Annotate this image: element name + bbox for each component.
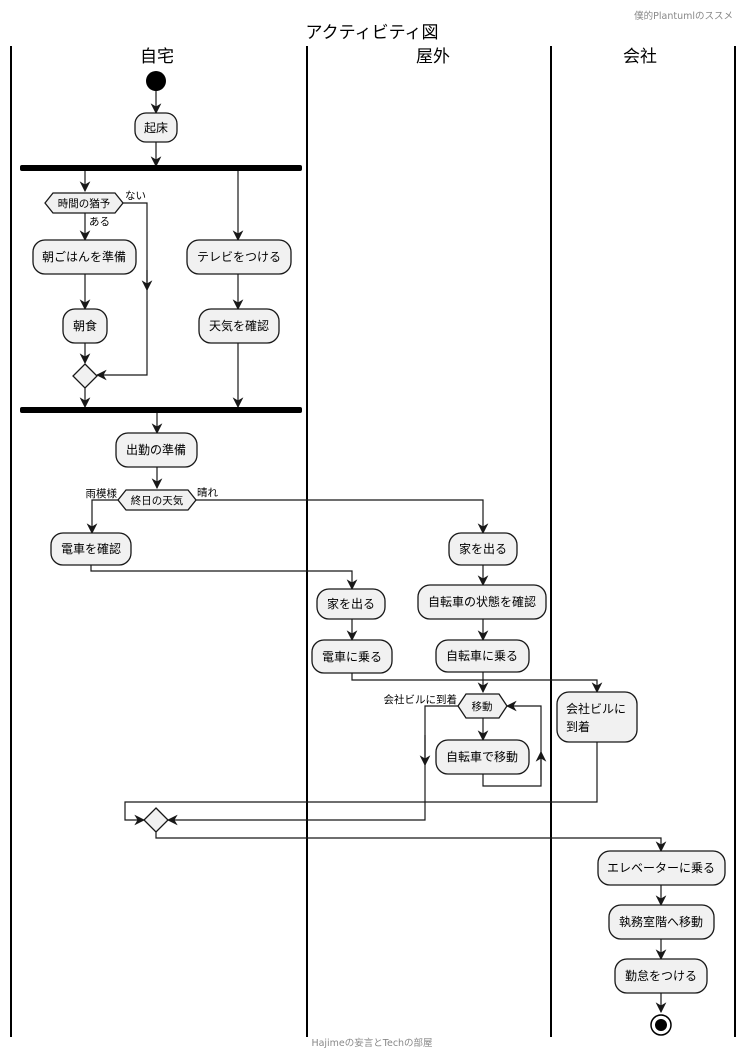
svg-text:自転車で移動: 自転車で移動 bbox=[446, 750, 518, 764]
edge-merge-elevator bbox=[155, 832, 667, 853]
node-check-train: 電車を確認 bbox=[50, 532, 132, 566]
node-move-office-floor: 執務室階へ移動 bbox=[608, 904, 715, 940]
svg-text:朝食: 朝食 bbox=[73, 318, 97, 333]
merge-breakfast bbox=[72, 363, 98, 389]
node-prepare-commute: 出勤の準備 bbox=[115, 432, 198, 468]
svg-text:朝ごはんを準備: 朝ごはんを準備 bbox=[42, 249, 126, 264]
label-rainy: 雨模様 bbox=[86, 487, 118, 500]
label-no: ない bbox=[125, 190, 146, 202]
node-ride-elevator: エレベーターに乗る bbox=[597, 850, 726, 886]
node-check-bike: 自転車の状態を確認 bbox=[417, 584, 547, 620]
svg-text:家を出る: 家を出る bbox=[459, 541, 507, 556]
svg-text:起床: 起床 bbox=[144, 121, 168, 135]
node-clock-in: 勤怠をつける bbox=[614, 958, 708, 994]
lane-title-outside: 屋外 bbox=[416, 47, 450, 67]
node-tv-on: テレビをつける bbox=[186, 239, 292, 275]
label-yes: ある bbox=[89, 216, 110, 228]
node-breakfast: 朝食 bbox=[62, 308, 108, 344]
header-note: 僕的Plantumlのススメ bbox=[634, 10, 733, 22]
svg-text:電車を確認: 電車を確認 bbox=[61, 541, 121, 556]
lane-title-home: 自宅 bbox=[140, 47, 174, 67]
svg-text:到着: 到着 bbox=[566, 719, 590, 734]
node-prepare-breakfast: 朝ごはんを準備 bbox=[32, 239, 137, 275]
decision-time-check: 時間の猶予 bbox=[44, 192, 124, 214]
edge-loop-back bbox=[482, 700, 542, 787]
node-leave-home-train: 家を出る bbox=[316, 588, 386, 620]
svg-text:執務室階へ移動: 執務室階へ移動 bbox=[619, 914, 703, 929]
end-node bbox=[650, 1014, 672, 1036]
edge-weather-sunny bbox=[196, 499, 489, 535]
edge-timecheck-no-merge bbox=[95, 202, 148, 381]
node-check-weather: 天気を確認 bbox=[198, 308, 280, 344]
svg-text:移動: 移動 bbox=[472, 700, 493, 713]
footer-note: Hajimeの妄言とTechの部屋 bbox=[311, 1037, 432, 1049]
node-arrive-building: 会社ビルに 到着 bbox=[556, 691, 638, 743]
label-arrived: 会社ビルに到着 bbox=[384, 693, 458, 706]
decision-move: 移動 bbox=[457, 693, 508, 719]
svg-text:出勤の準備: 出勤の準備 bbox=[126, 442, 186, 457]
edge-weather-rainy bbox=[86, 499, 118, 535]
edge-arrived-merge bbox=[166, 705, 458, 826]
edge-ride-train-arrive bbox=[351, 673, 603, 694]
svg-text:テレビをつける: テレビをつける bbox=[197, 250, 281, 264]
lane-title-company: 会社 bbox=[623, 47, 657, 67]
svg-text:時間の猶予: 時間の猶予 bbox=[58, 197, 111, 210]
svg-text:家を出る: 家を出る bbox=[327, 596, 375, 611]
svg-text:天気を確認: 天気を確認 bbox=[209, 318, 269, 333]
node-ride-train: 電車に乗る bbox=[311, 639, 393, 674]
node-leave-home-bike: 家を出る bbox=[448, 532, 518, 566]
svg-text:終日の天気: 終日の天気 bbox=[131, 494, 184, 507]
node-ride-bike: 自転車に乗る bbox=[435, 639, 530, 673]
svg-text:電車に乗る: 電車に乗る bbox=[322, 650, 382, 664]
decision-weather: 終日の天気 bbox=[117, 489, 197, 511]
node-wake: 起床 bbox=[134, 112, 178, 143]
fork-bar bbox=[20, 165, 302, 171]
svg-text:勤怠をつける: 勤怠をつける bbox=[625, 969, 697, 983]
svg-text:自転車の状態を確認: 自転車の状態を確認 bbox=[428, 594, 536, 609]
label-sunny: 晴れ bbox=[197, 486, 218, 499]
svg-text:会社ビルに: 会社ビルに bbox=[566, 701, 626, 716]
start-node bbox=[146, 71, 166, 91]
node-move-by-bike: 自転車で移動 bbox=[435, 739, 530, 775]
edges bbox=[79, 90, 667, 1014]
svg-text:エレベーターに乗る: エレベーターに乗る bbox=[607, 861, 715, 875]
join-bar bbox=[20, 407, 302, 413]
svg-text:自転車に乗る: 自転車に乗る bbox=[446, 649, 518, 663]
edge-train-leave bbox=[90, 565, 358, 591]
merge-commute bbox=[143, 807, 169, 833]
edge-company-merge bbox=[124, 742, 598, 826]
diagram-title: アクティビティ図 bbox=[305, 23, 438, 43]
